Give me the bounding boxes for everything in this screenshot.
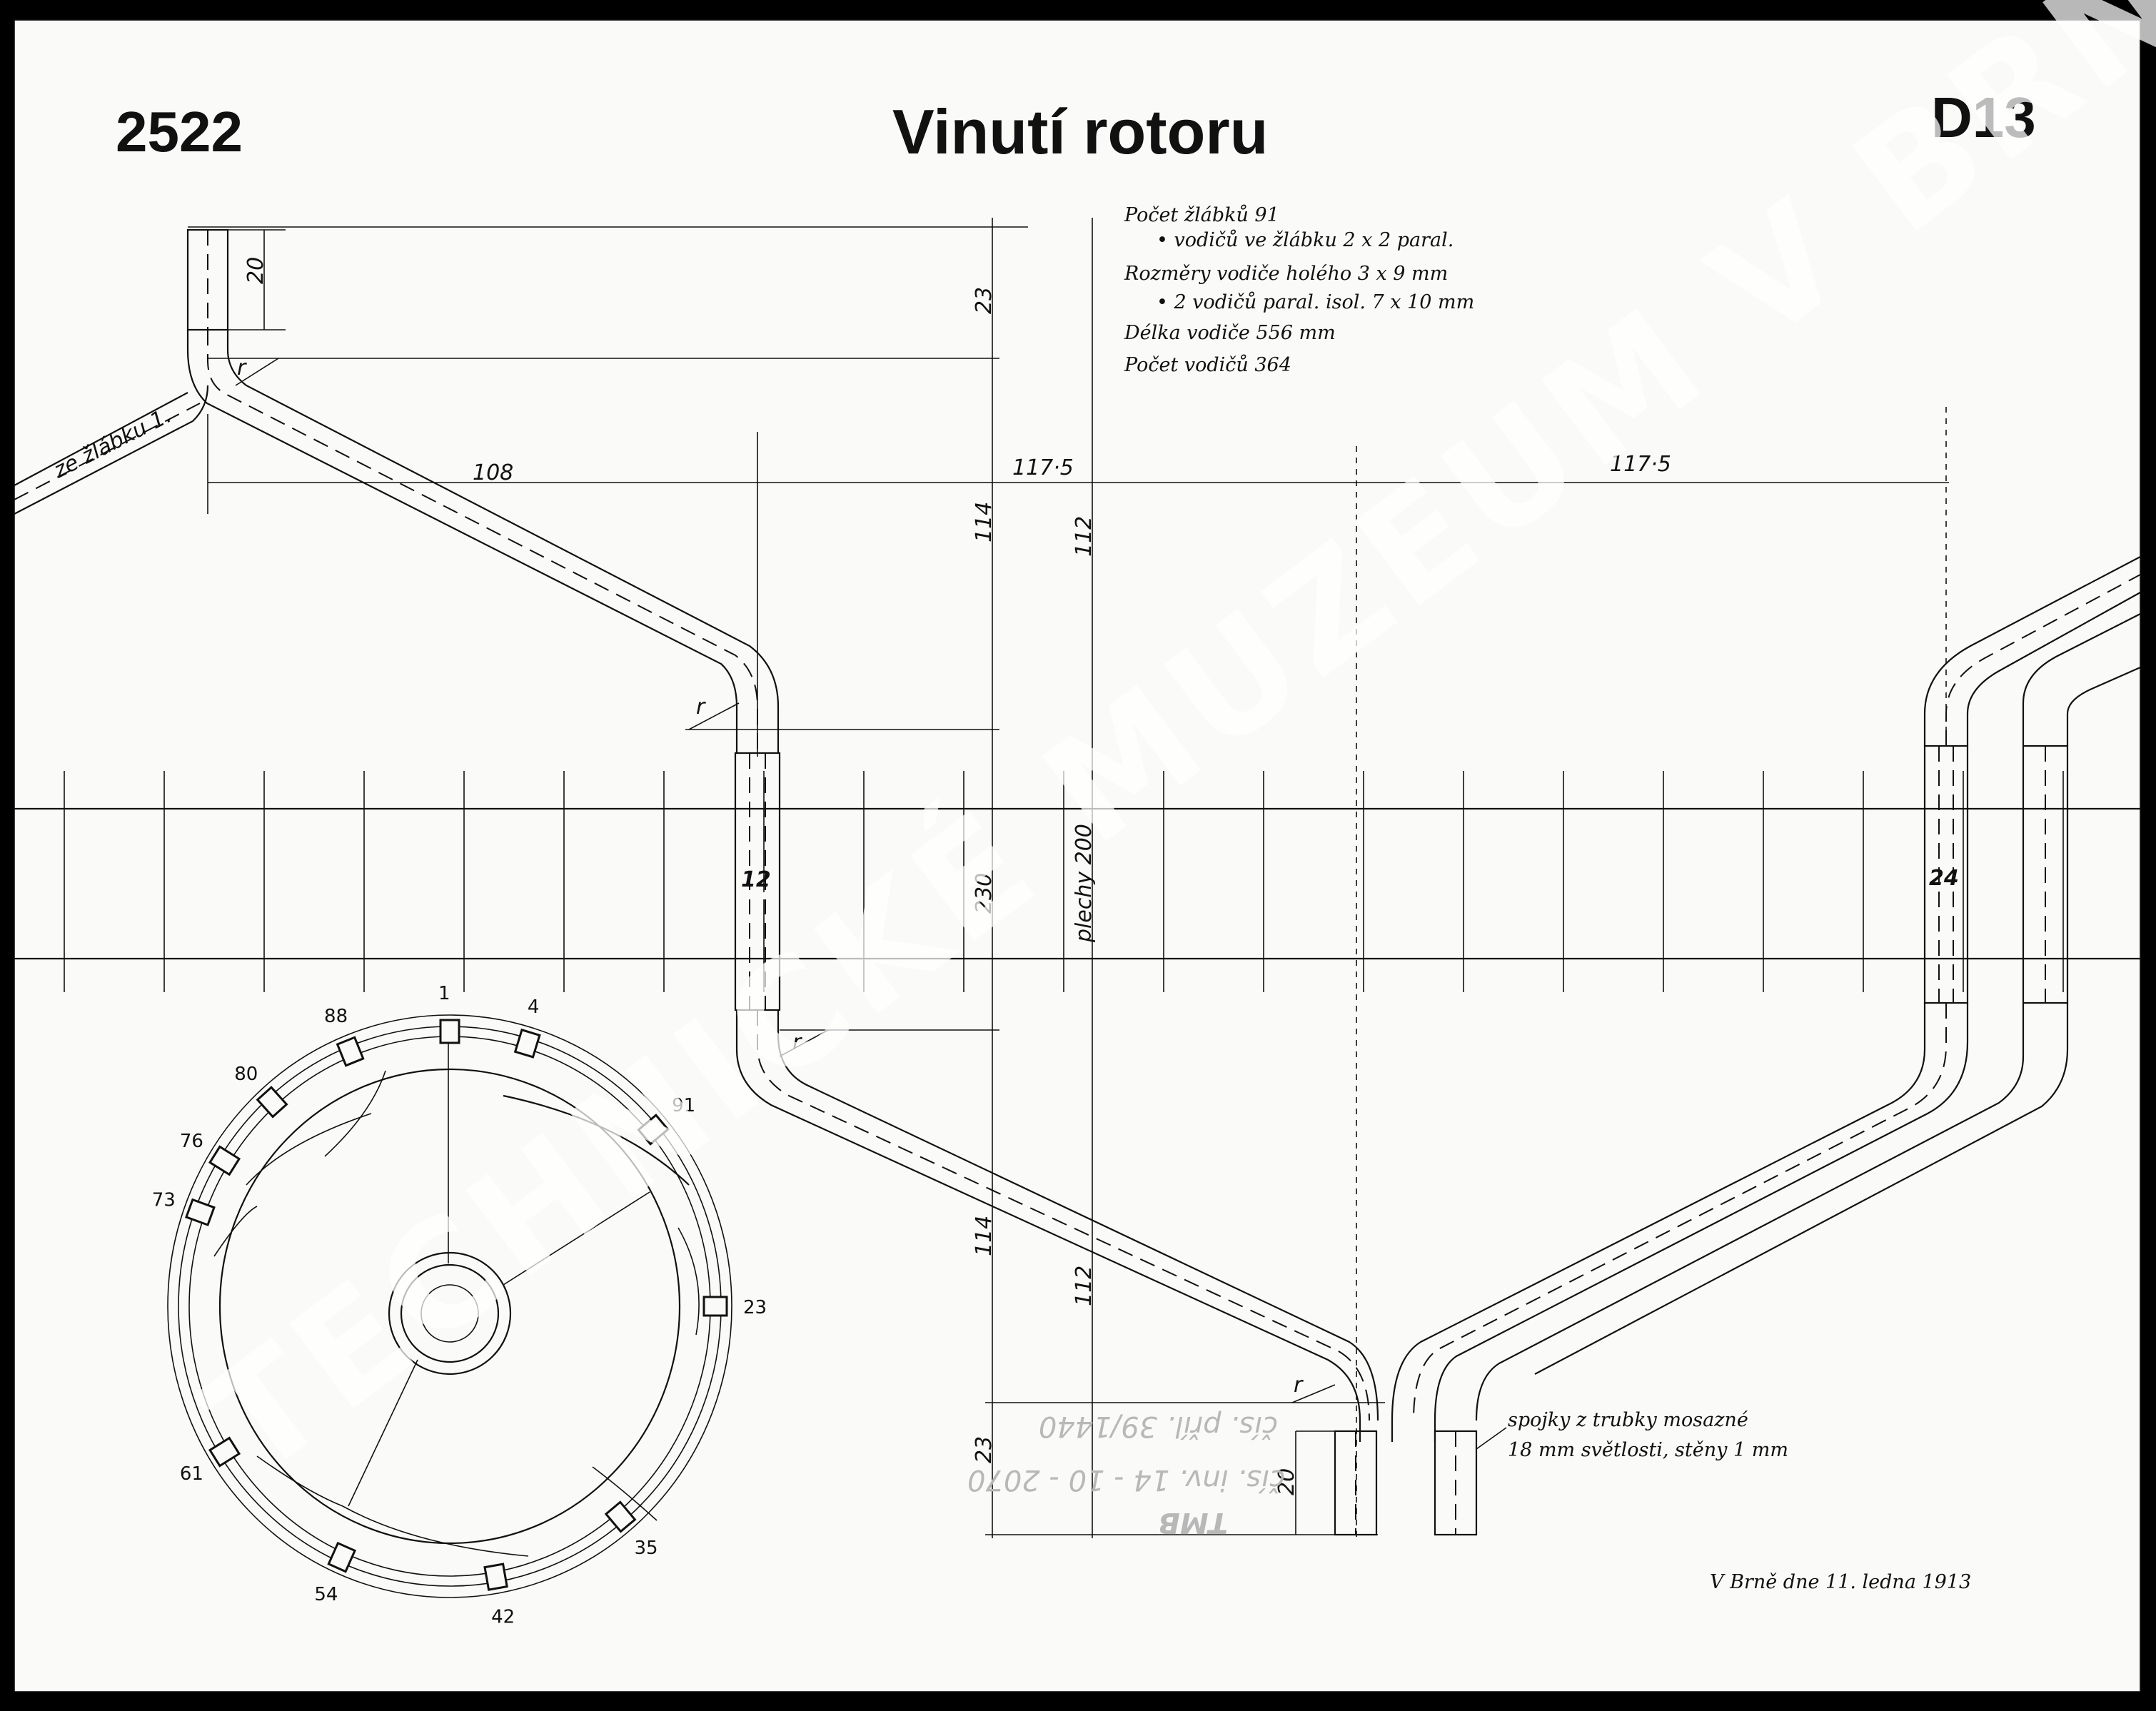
date-line: V Brně dne 11. ledna 1913 <box>1710 1571 1971 1593</box>
slot-24-label: 24 <box>1929 866 1959 891</box>
slot-marker <box>336 1036 365 1067</box>
lower-winding-bar <box>735 1010 1379 1442</box>
slot-number-label: 91 <box>672 1095 695 1116</box>
stamp-line-3: čís. příl. 39/1440 <box>1039 1410 1278 1443</box>
dim-114-bottom: 114 <box>972 1216 997 1256</box>
dim-114-top: 114 <box>972 502 997 542</box>
slot-number-label: 61 <box>180 1463 203 1485</box>
dimension-lines: 20 23 114 112 108 117·5 117·5 230 plechy… <box>188 218 1949 1542</box>
dim-230: 230 <box>972 873 997 914</box>
slot-number-label: 35 <box>634 1538 658 1559</box>
dim-117-5-b: 117·5 <box>1610 452 1671 477</box>
dim-112-top: 112 <box>1072 516 1097 557</box>
slot-marker <box>208 1436 241 1468</box>
stamp-line-1: TMB <box>1158 1506 1228 1539</box>
slot-12-label: 12 <box>741 867 771 892</box>
slot-number-label: 76 <box>180 1131 203 1152</box>
note-insulated-size: • 2 vodičů paral. isol. 7 x 10 mm <box>1157 291 1474 313</box>
slot-number-label: 54 <box>314 1584 338 1605</box>
sheet-title: Vinutí rotoru <box>892 96 1268 167</box>
slot-number-label: 80 <box>234 1064 258 1085</box>
dim-108: 108 <box>473 460 513 485</box>
joints-note-1: spojky z trubky mosazné <box>1508 1409 1748 1431</box>
slot-marker <box>439 1019 460 1044</box>
slot-marker <box>483 1563 508 1591</box>
dim-23-top: 23 <box>972 287 997 314</box>
inventory-stamp: TMB čís. inv. 14 - 10 - 2070 čís. příl. … <box>967 1410 1285 1539</box>
slot-number-label: 88 <box>324 1006 348 1027</box>
slot-marker <box>513 1028 541 1059</box>
slot-number-label: 73 <box>152 1190 176 1211</box>
sheet-number: 2522 <box>116 100 243 163</box>
slot-marker <box>637 1114 670 1146</box>
dim-20-bottom: 20 <box>1274 1468 1299 1495</box>
radius-label-2: r <box>696 695 706 720</box>
note-slots: Počet žlábků 91 <box>1124 203 1279 226</box>
slot-marker <box>185 1198 216 1226</box>
sheet-code: D13 <box>1931 86 2036 149</box>
slot-marker <box>604 1500 637 1533</box>
slot-marker <box>327 1541 357 1573</box>
dim-117-5-a: 117·5 <box>1012 455 1074 480</box>
note-count: Počet vodičů 364 <box>1124 353 1291 376</box>
circle-slot-markers <box>185 1019 728 1591</box>
radius-label-4: r <box>1294 1373 1304 1398</box>
circle-slot-labels: 88 1 4 80 76 73 91 23 61 35 54 42 <box>152 983 767 1627</box>
radius-label-3: r <box>792 1030 802 1055</box>
sheet-border <box>14 19 2141 1692</box>
slot-marker <box>256 1086 288 1119</box>
radius-label-1: r <box>237 355 247 380</box>
right-winding-bar: 24 <box>1391 556 2141 1442</box>
note-bare-size: Rozměry vodiče holého 3 x 9 mm <box>1124 263 1448 285</box>
dim-112-bottom: 112 <box>1072 1266 1097 1306</box>
dim-20-top: 20 <box>243 257 268 284</box>
spec-notes: Počet žlábků 91 • vodičů ve žlábku 2 x 2… <box>1124 203 1474 376</box>
slot-marker <box>208 1145 241 1176</box>
joints-note-2: 18 mm světlosti, stěny 1 mm <box>1508 1439 1788 1461</box>
paper <box>14 20 2140 1692</box>
dim-23-bottom: 23 <box>972 1436 997 1463</box>
dim-sheets-200: plechy 200 <box>1072 824 1097 943</box>
end-view-diagram: 88 1 4 80 76 73 91 23 61 35 54 42 <box>152 983 767 1627</box>
slot-number-label: 4 <box>528 996 540 1018</box>
slot-tick-lines <box>64 771 2064 992</box>
bottom-connectors: spojky z trubky mosazné 18 mm světlosti,… <box>1334 1409 1788 1536</box>
slot-number-label: 42 <box>491 1606 515 1627</box>
slot-marker <box>702 1296 728 1317</box>
note-conductors-per-slot: • vodičů ve žlábku 2 x 2 paral. <box>1157 228 1454 251</box>
slot-number-label: 1 <box>438 983 450 1004</box>
note-length: Délka vodiče 556 mm <box>1124 322 1336 344</box>
stamp-line-2: čís. inv. 14 - 10 - 2070 <box>967 1463 1285 1496</box>
slot-number-label: 23 <box>743 1297 767 1318</box>
rotor-core-band <box>14 771 2140 992</box>
